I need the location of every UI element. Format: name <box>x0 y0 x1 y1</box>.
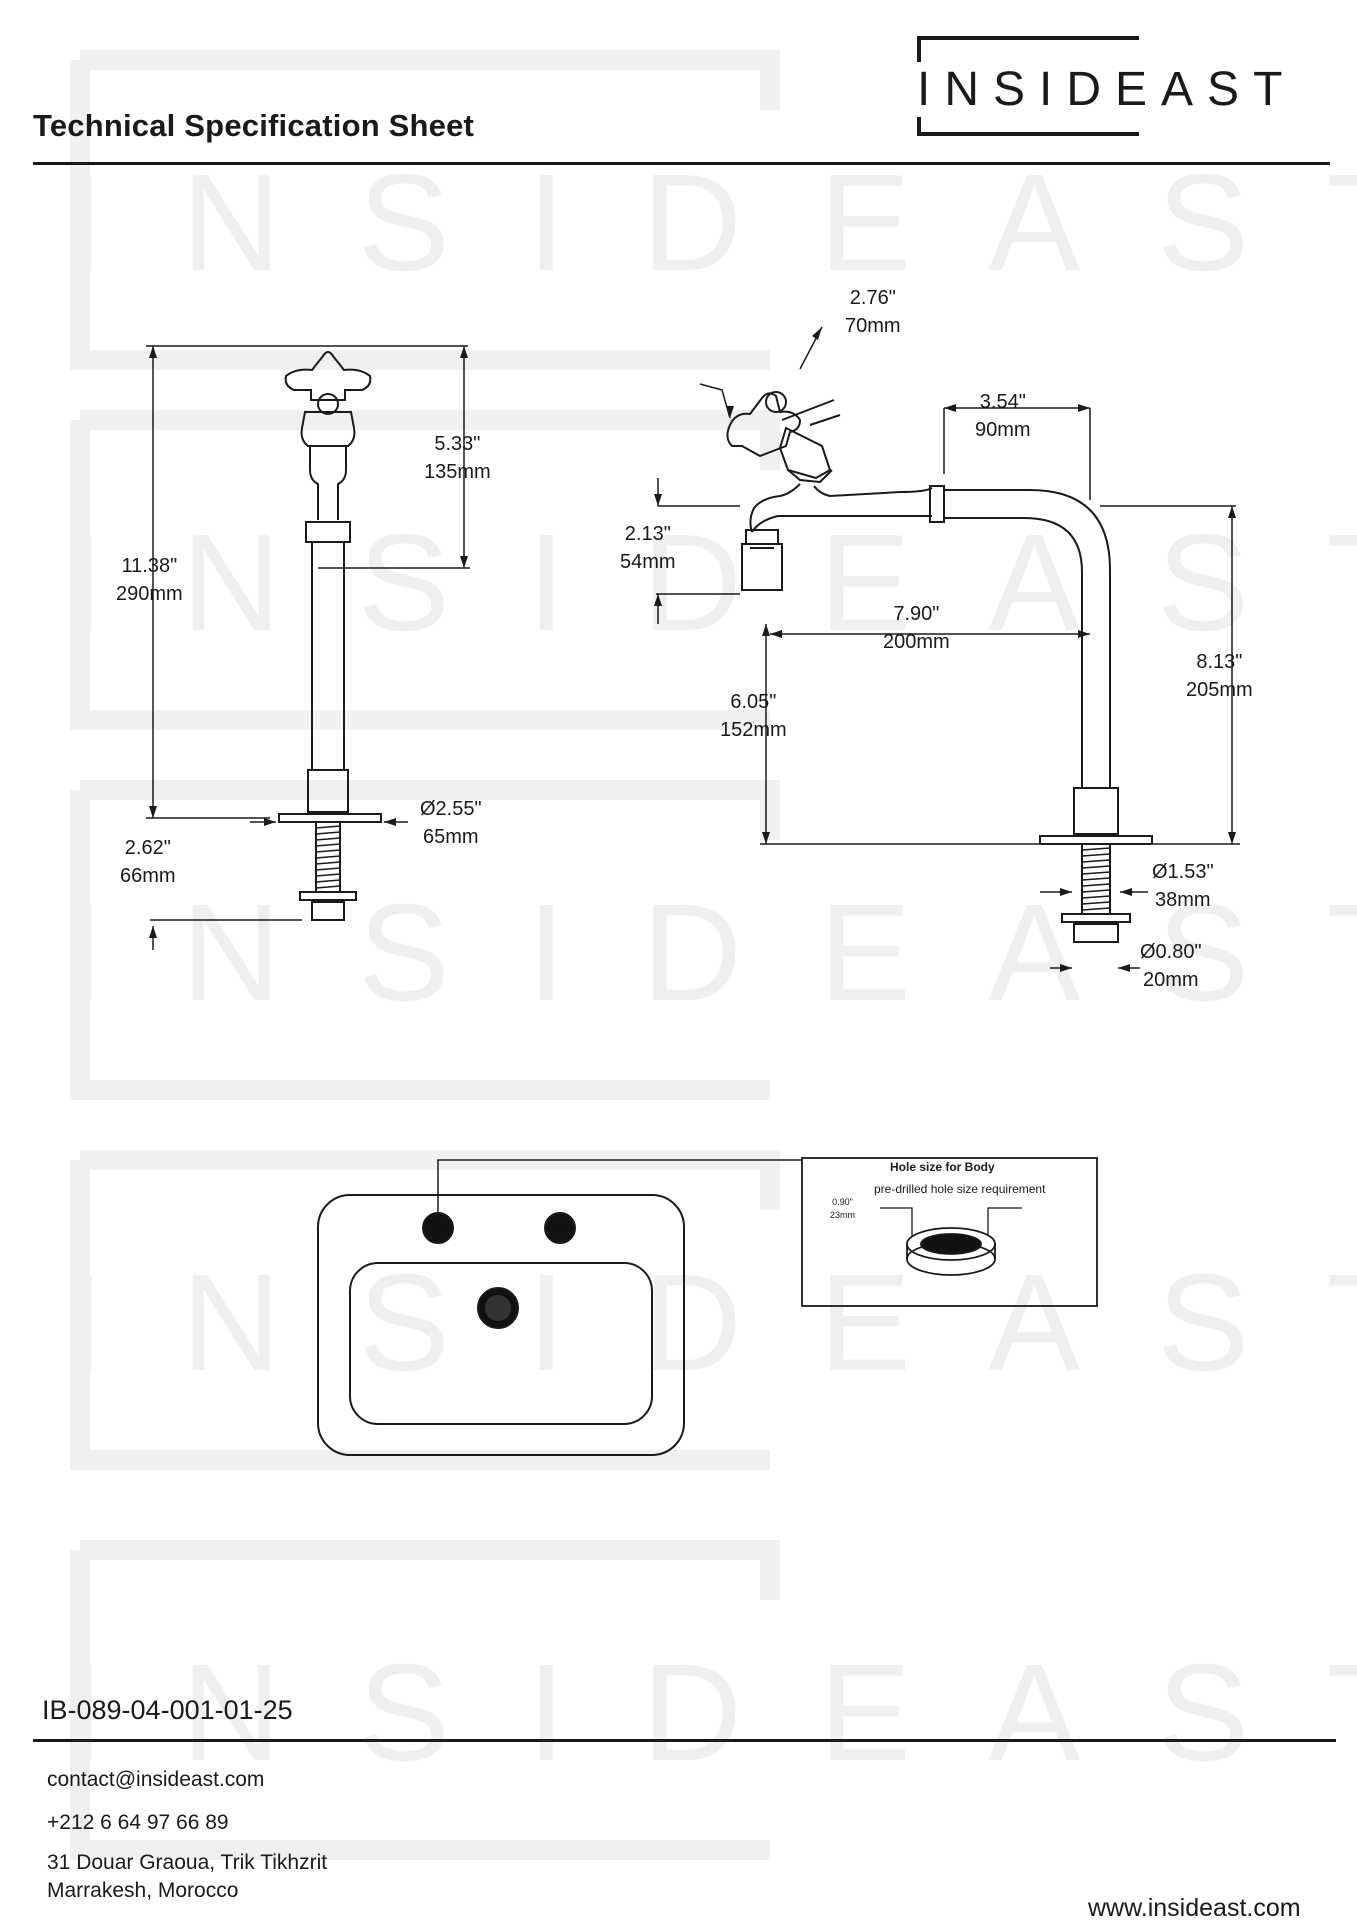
dim-side-spout-height-in: 6.05" <box>730 691 777 713</box>
dim-front-shank-length-mm: 66mm <box>120 865 176 887</box>
page-title: Technical Specification Sheet <box>33 108 475 143</box>
front-dimension-lines <box>146 345 470 950</box>
hole-detail-size: 0.90" 23mm <box>830 1196 855 1222</box>
hole-detail-title: Hole size for Body <box>890 1160 995 1174</box>
sink-plan-view <box>317 1159 802 1456</box>
watermark-text-4: INSIDEAST <box>66 1246 1357 1400</box>
watermark-text-5: INSIDEAST <box>66 1636 1357 1790</box>
address-line-1: 31 Douar Graoua, Trik Tikhzrit <box>47 1851 328 1874</box>
dim-front-total-height-mm: 290mm <box>116 583 183 605</box>
dim-side-handle-width: 2.76" 70mm <box>845 284 901 340</box>
dim-side-reach-in: 7.90" <box>893 603 940 625</box>
dim-front-base-diameter-in: Ø2.55" <box>420 798 482 820</box>
address-line-2: Marrakesh, Morocco <box>47 1879 239 1902</box>
dim-side-shank-diameter-in: Ø0.80" <box>1140 941 1202 963</box>
dim-front-total-height: 11.38" 290mm <box>116 552 183 608</box>
hole-detail-size-mm: 23mm <box>830 1210 856 1220</box>
dim-side-base-diameter-mm: 38mm <box>1155 889 1211 911</box>
dim-side-reach: 7.90" 200mm <box>883 600 950 656</box>
dim-side-spout-height-mm: 152mm <box>720 719 787 741</box>
dim-side-handle-width-mm: 70mm <box>845 315 901 337</box>
dim-front-handle-height-in: 5.33" <box>434 433 481 455</box>
dim-front-total-height-in: 11.38" <box>121 555 178 577</box>
dim-front-handle-height-mm: 135mm <box>424 461 491 483</box>
dim-side-outlet-height-in: 2.13" <box>624 523 671 545</box>
dim-front-handle-height: 5.33" 135mm <box>424 430 491 486</box>
side-view-faucet <box>726 391 1153 943</box>
logo-text: INSIDEAST <box>917 62 1301 117</box>
dim-side-reach-mm: 200mm <box>883 631 950 653</box>
header-divider <box>33 162 1330 165</box>
dim-side-outlet-height: 2.13" 54mm <box>620 520 676 576</box>
dim-side-total-height-mm: 205mm <box>1186 679 1253 701</box>
dim-side-outlet-height-mm: 54mm <box>620 551 676 573</box>
watermark-text-1: INSIDEAST <box>66 146 1357 300</box>
dim-side-arm-width: 3.54" 90mm <box>975 388 1031 444</box>
dim-side-shank-diameter-mm: 20mm <box>1143 969 1199 991</box>
hole-detail-subtitle: pre-drilled hole size requirement <box>874 1182 1046 1196</box>
hole-detail-size-in: 0.90" <box>832 1197 853 1207</box>
side-dimension-lines <box>656 326 1240 969</box>
dim-front-shank-length-in: 2.62" <box>124 837 171 859</box>
dim-front-base-diameter: Ø2.55" 65mm <box>420 795 482 851</box>
dim-side-arm-width-mm: 90mm <box>975 419 1031 441</box>
brand-logo: INSIDEAST <box>917 36 1301 136</box>
hole-detail-box <box>801 1157 1098 1307</box>
dim-side-total-height: 8.13" 205mm <box>1186 648 1253 704</box>
footer-divider <box>33 1739 1336 1742</box>
dim-side-shank-diameter: Ø0.80" 20mm <box>1140 938 1202 994</box>
watermark-text-3: INSIDEAST <box>66 876 1357 1030</box>
contact-email[interactable]: contact@insideast.com <box>47 1768 265 1791</box>
dimension-arrows <box>149 327 1236 972</box>
dim-side-spout-height: 6.05" 152mm <box>720 688 787 744</box>
front-view-faucet <box>278 351 382 921</box>
dim-front-base-diameter-mm: 65mm <box>423 826 479 848</box>
website-link[interactable]: www.insideast.com <box>1088 1894 1301 1922</box>
dim-side-base-diameter: Ø1.53" 38mm <box>1152 858 1214 914</box>
dim-side-base-diameter-in: Ø1.53" <box>1152 861 1214 883</box>
dim-front-shank-length: 2.62" 66mm <box>120 834 176 890</box>
contact-phone[interactable]: +212 6 64 97 66 89 <box>47 1811 229 1834</box>
dim-side-total-height-in: 8.13" <box>1196 651 1243 673</box>
model-number: IB-089-04-001-01-25 <box>42 1695 293 1725</box>
watermark-text-2: INSIDEAST <box>66 506 1357 660</box>
dim-side-handle-width-in: 2.76" <box>849 287 896 309</box>
dim-side-arm-width-in: 3.54" <box>979 391 1026 413</box>
